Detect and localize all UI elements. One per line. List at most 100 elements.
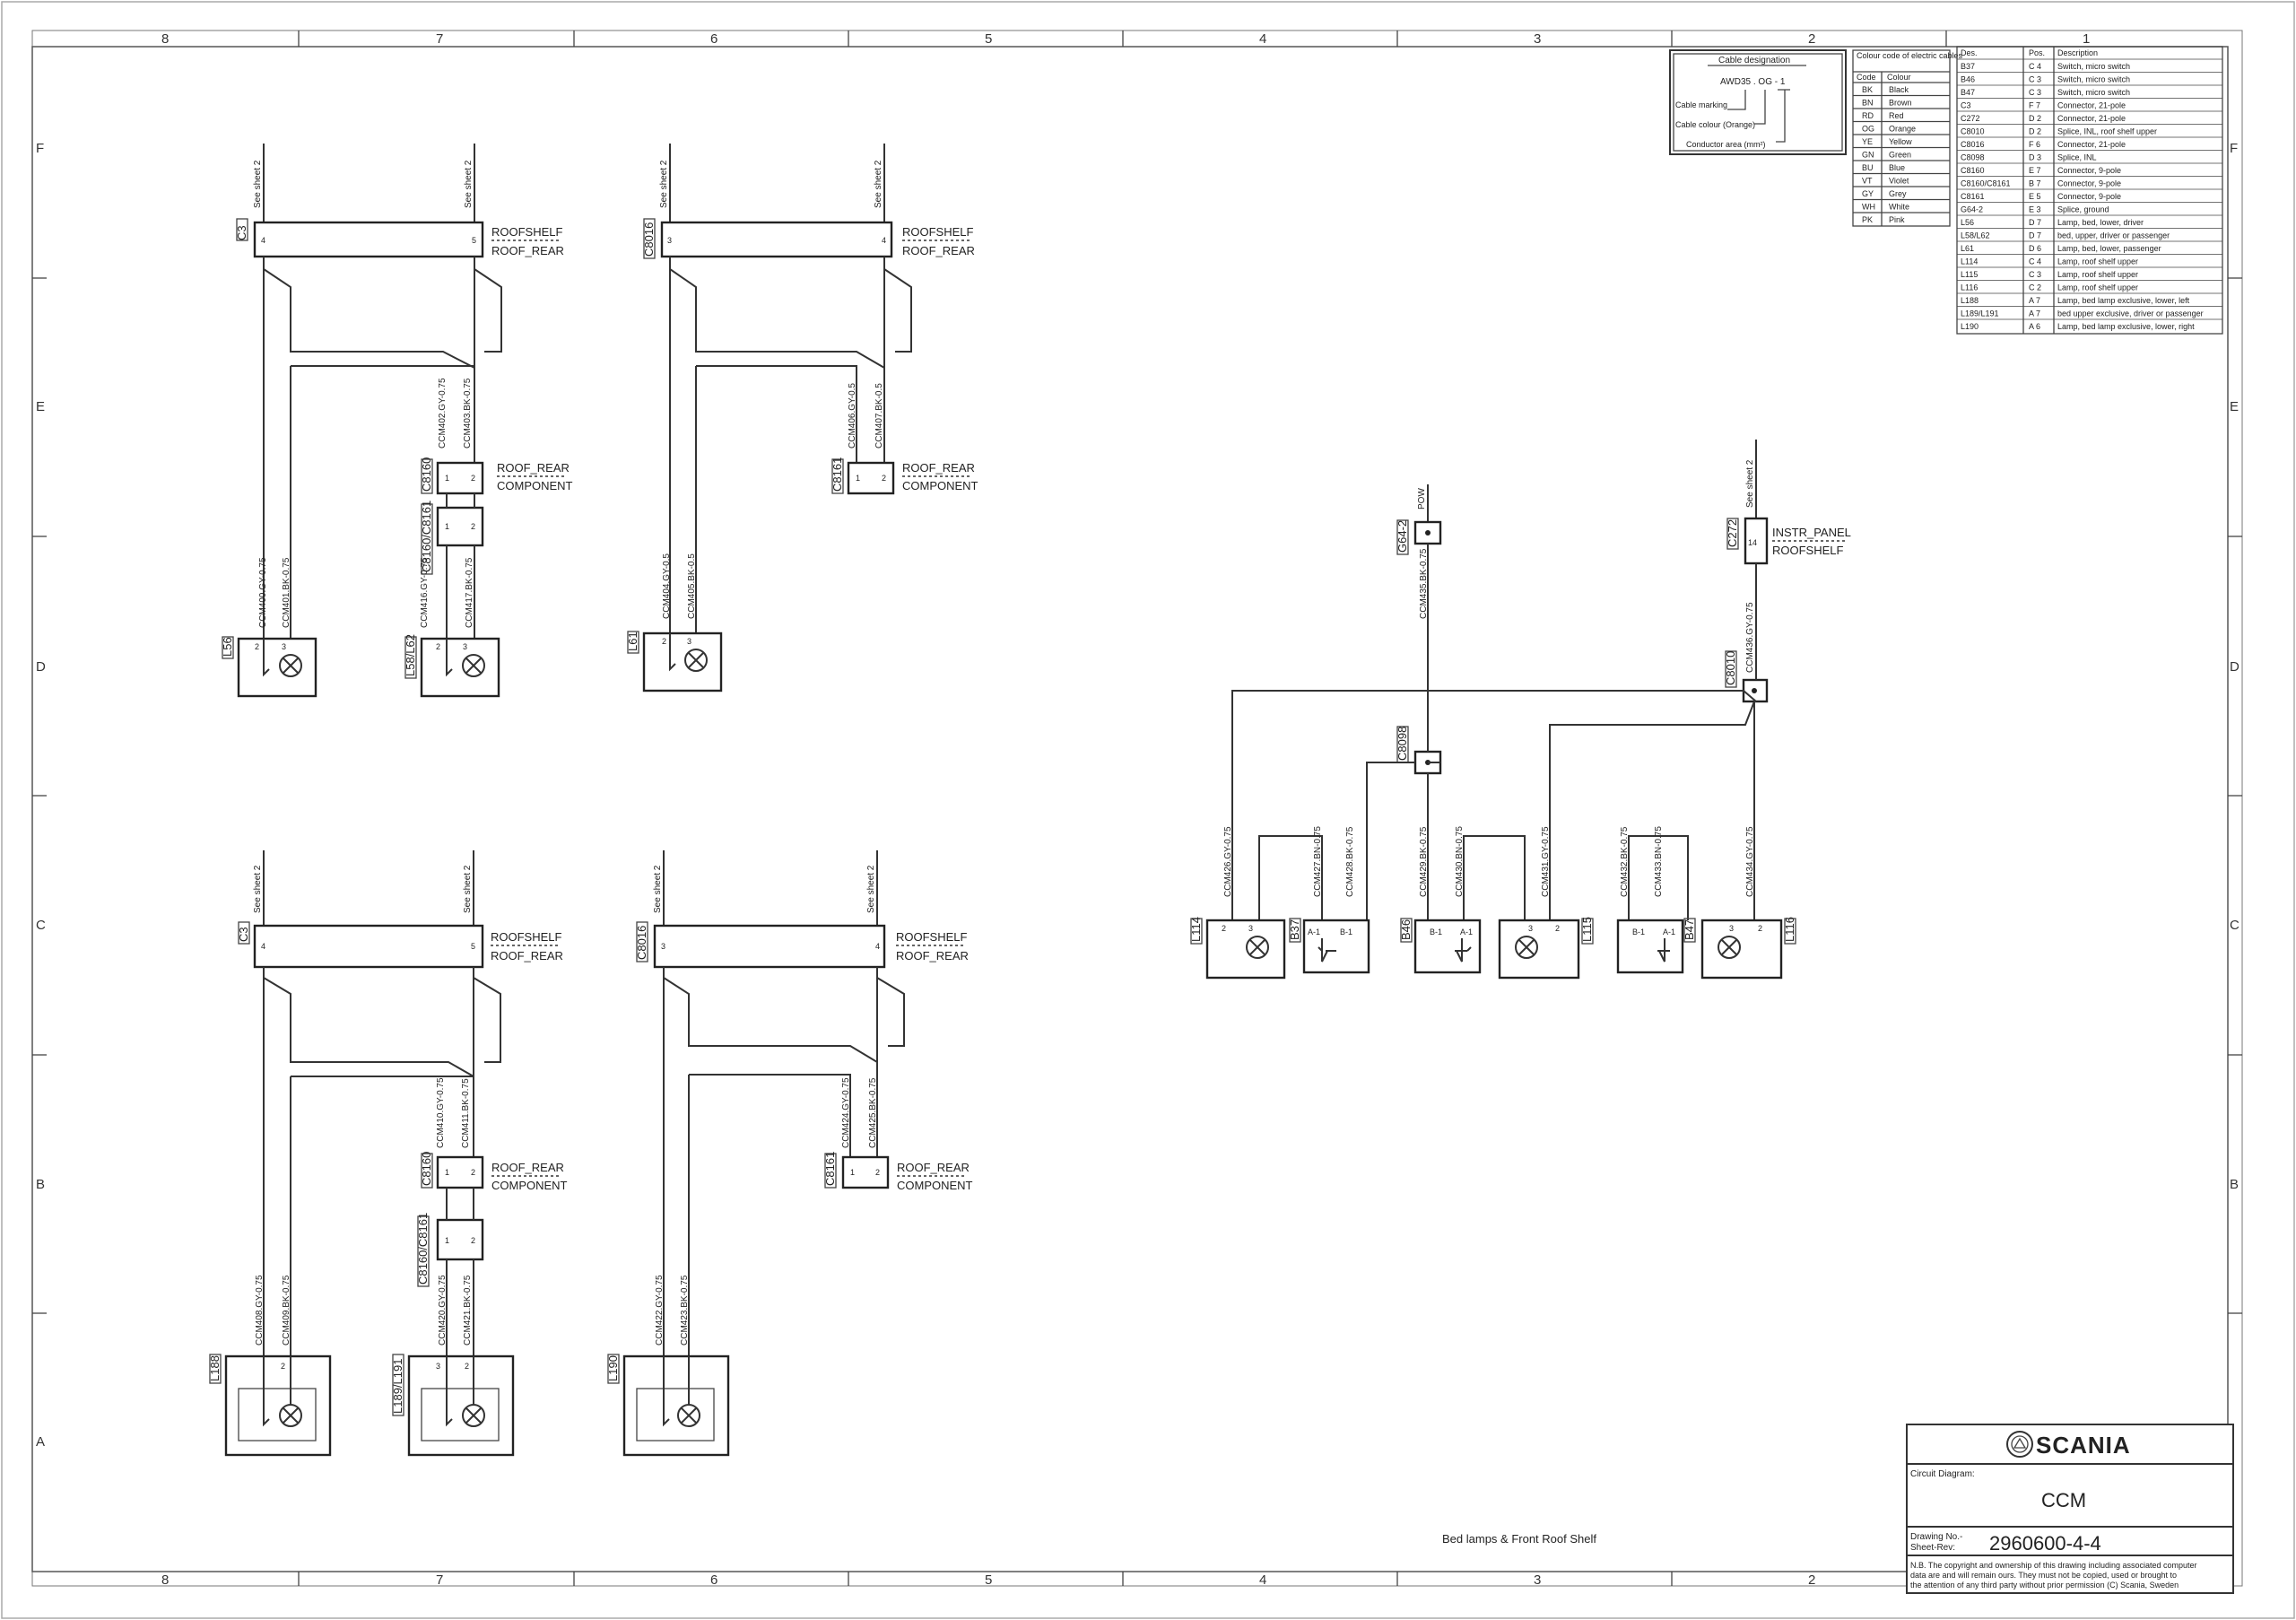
pin-label: 3 (463, 642, 467, 651)
cable-designation-box: Cable designation AWD35 . OG - 1 Cable m… (1669, 49, 1847, 155)
colour-code-table: Colour code of electric cables Code Colo… (1852, 49, 1963, 227)
pin-label: 2 (281, 1362, 285, 1371)
lamp-l58-l62 (420, 637, 500, 698)
switch-icon (1657, 938, 1670, 962)
connector-c8160 (436, 461, 484, 495)
wire-label: CCM421.BK-0.75 (463, 1275, 473, 1346)
legend-description: Lamp, roof shelf upper (2057, 270, 2138, 279)
legend-designation: C8016 (1961, 140, 1985, 149)
colour-code-cell: BN (1862, 99, 1874, 108)
component-label: COMPONENT (497, 479, 573, 492)
pin-label: 2 (882, 474, 886, 483)
cable-colour-label: Cable colour (Orange) (1675, 120, 1755, 129)
wire-label: CCM431.GY-0.75 (1541, 826, 1551, 897)
grid-col-2: 2 (1808, 31, 1815, 47)
lamp-l115 (1498, 919, 1580, 980)
cable-designation-example: AWD35 . OG - 1 (1720, 77, 1786, 87)
pin-label: 14 (1748, 538, 1757, 547)
legend-designation: C8010 (1961, 127, 1985, 136)
component-tag-b47: B47 (1683, 919, 1696, 940)
legend-description: Connector, 21-pole (2057, 114, 2126, 123)
pin-label: 2 (875, 1168, 880, 1177)
pin-label: 2 (1758, 924, 1762, 933)
component-tag-l190: L190 (606, 1355, 620, 1381)
splice-tag-c8010: C8010 (1724, 651, 1737, 685)
colour-code-cell: VT (1862, 177, 1873, 186)
grid-row-b: B (36, 1177, 45, 1192)
grid-row-b-right: B (2230, 1177, 2239, 1192)
legend-description: Lamp, bed, lower, passenger (2057, 244, 2161, 253)
legend-designation: L61 (1961, 244, 1974, 253)
grid-row-c: C (36, 918, 46, 933)
connector-tag-c3: C3 (235, 225, 248, 240)
legend-header-des: Des. (1961, 48, 1978, 57)
wire-label: CCM409.BK-0.75 (282, 1275, 291, 1346)
legend-header-pos: Pos. (2029, 48, 2045, 57)
legend-position: D 2 (2029, 127, 2041, 136)
legend-designation: C8160/C8161 (1961, 179, 2011, 188)
connector-tag-c3: C3 (237, 927, 250, 942)
component-tag-l114: L114 (1189, 917, 1203, 942)
copyright-note-1: N.B. The copyright and ownership of this… (1910, 1561, 2197, 1570)
wire-label: CCM404.GY-0.5 (662, 553, 672, 619)
lamp-l61 (642, 631, 723, 692)
pin-label: 3 (436, 1362, 440, 1371)
wire-label: CCM420.GY-0.75 (438, 1275, 448, 1346)
drawing-number: 2960600-4-4 (1989, 1532, 2101, 1555)
wire-label: CCM403.BK-0.75 (463, 378, 473, 449)
legend-designation: B37 (1961, 62, 1975, 71)
legend-description: Lamp, bed lamp exclusive, lower, right (2057, 322, 2195, 331)
connector-tag-c8016: C8016 (642, 222, 656, 257)
scania-logo-icon (2006, 1431, 2033, 1458)
grid-col-2-bottom: 2 (1808, 1572, 1815, 1588)
brand-name: SCANIA (2036, 1432, 2131, 1459)
switch-b47 (1616, 919, 1684, 974)
roofshelf-label: ROOFSHELF (1772, 544, 1844, 557)
switch-b46 (1413, 919, 1482, 974)
legend-description: Connector, 21-pole (2057, 140, 2126, 149)
legend-designation: B47 (1961, 88, 1975, 97)
connector-tag-c272: C272 (1726, 519, 1739, 547)
pin-label: 3 (1528, 924, 1533, 933)
pin-label: 2 (255, 642, 259, 651)
legend-header-description: Description (2057, 48, 2098, 57)
wire-label: CCM430.BN-0.75 (1455, 826, 1465, 897)
colour-name-cell: Brown (1889, 99, 1912, 108)
pin-label: 1 (445, 1168, 449, 1177)
grid-col-7-bottom: 7 (436, 1572, 443, 1588)
lamp-l114 (1205, 919, 1286, 980)
colour-name-cell: Violet (1889, 177, 1909, 186)
connector-tag-c8160-c8161: C8160/C8161 (416, 1213, 430, 1285)
colour-name-cell: Grey (1889, 189, 1907, 198)
legend-description: Splice, INL, roof shelf upper (2057, 127, 2157, 136)
legend-description: Switch, micro switch (2057, 62, 2130, 71)
roofshelf-label: ROOFSHELF (902, 225, 974, 239)
wire-label: CCM428.BK-0.75 (1345, 826, 1355, 897)
wire-label: CCM427.BN-0.75 (1313, 826, 1323, 897)
grid-col-6-bottom: 6 (710, 1572, 718, 1588)
wire-label: CCM426.GY-0.75 (1223, 826, 1233, 897)
pow-label: POW (1417, 488, 1427, 510)
pin-label: 2 (471, 1168, 475, 1177)
wire-label: CCM434.GY-0.75 (1745, 826, 1755, 897)
component-tag-l116: L116 (1783, 917, 1796, 942)
cable-designation-title: Cable designation (1718, 56, 1790, 65)
connector-tag-c8161: C8161 (823, 1152, 837, 1186)
wire-label: CCM429.BK-0.75 (1419, 826, 1429, 897)
pin-label: 1 (850, 1168, 855, 1177)
legend-position: D 6 (2029, 244, 2041, 253)
copyright-note-3: the attention of any third party without… (1910, 1581, 2179, 1590)
wire-label: CCM407.BK-0.5 (874, 383, 884, 449)
colour-code-cell: YE (1862, 137, 1873, 146)
legend-position: C 3 (2029, 88, 2041, 97)
legend-position: C 3 (2029, 270, 2041, 279)
legend-position: B 7 (2029, 179, 2041, 188)
connector-c3 (253, 924, 484, 969)
grid-col-3: 3 (1534, 31, 1541, 47)
pin-label: A-1 (1308, 928, 1320, 936)
legend-position: C 3 (2029, 75, 2041, 84)
pin-label: B-1 (1340, 928, 1352, 936)
connector-tag-c8161: C8161 (831, 457, 844, 492)
grid-row-e-right: E (2230, 399, 2239, 414)
legend-designation: B46 (1961, 75, 1975, 84)
